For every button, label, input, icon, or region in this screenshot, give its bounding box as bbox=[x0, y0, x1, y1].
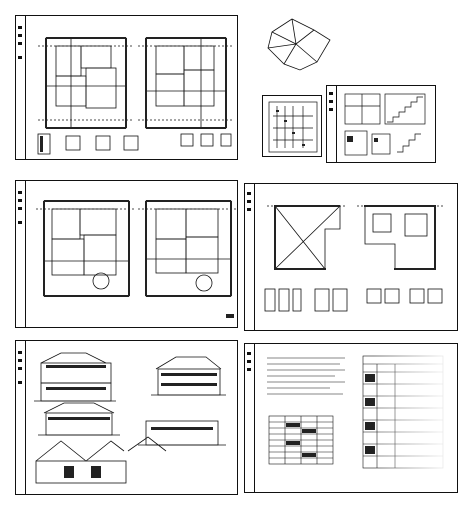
foundation-plans-drawing bbox=[264, 205, 443, 312]
floor-plans-drawing bbox=[37, 37, 234, 155]
roof-plan bbox=[262, 14, 337, 74]
elevations-drawing bbox=[34, 352, 226, 484]
title-strip bbox=[16, 341, 26, 494]
floor-plans-2-drawing bbox=[36, 200, 236, 318]
detail-small-drawing bbox=[268, 101, 318, 153]
sheet-floor-plans-1 bbox=[15, 15, 238, 160]
title-strip bbox=[245, 184, 255, 330]
title-strip bbox=[16, 181, 26, 327]
title-strip bbox=[245, 344, 255, 492]
sheet-detail-stairs bbox=[326, 85, 436, 163]
sheet-floor-plans-2 bbox=[15, 180, 238, 328]
sheet-design-notes bbox=[244, 343, 458, 493]
title-strip bbox=[16, 16, 26, 159]
roof-plan-drawing bbox=[267, 18, 331, 71]
stairs-detail-drawing bbox=[344, 93, 426, 156]
sheet-detail-small bbox=[262, 95, 322, 157]
sheet-foundation-plans bbox=[244, 183, 458, 331]
sheet-elevations bbox=[15, 340, 238, 495]
design-notes-drawing bbox=[267, 355, 444, 469]
title-strip bbox=[327, 86, 337, 162]
